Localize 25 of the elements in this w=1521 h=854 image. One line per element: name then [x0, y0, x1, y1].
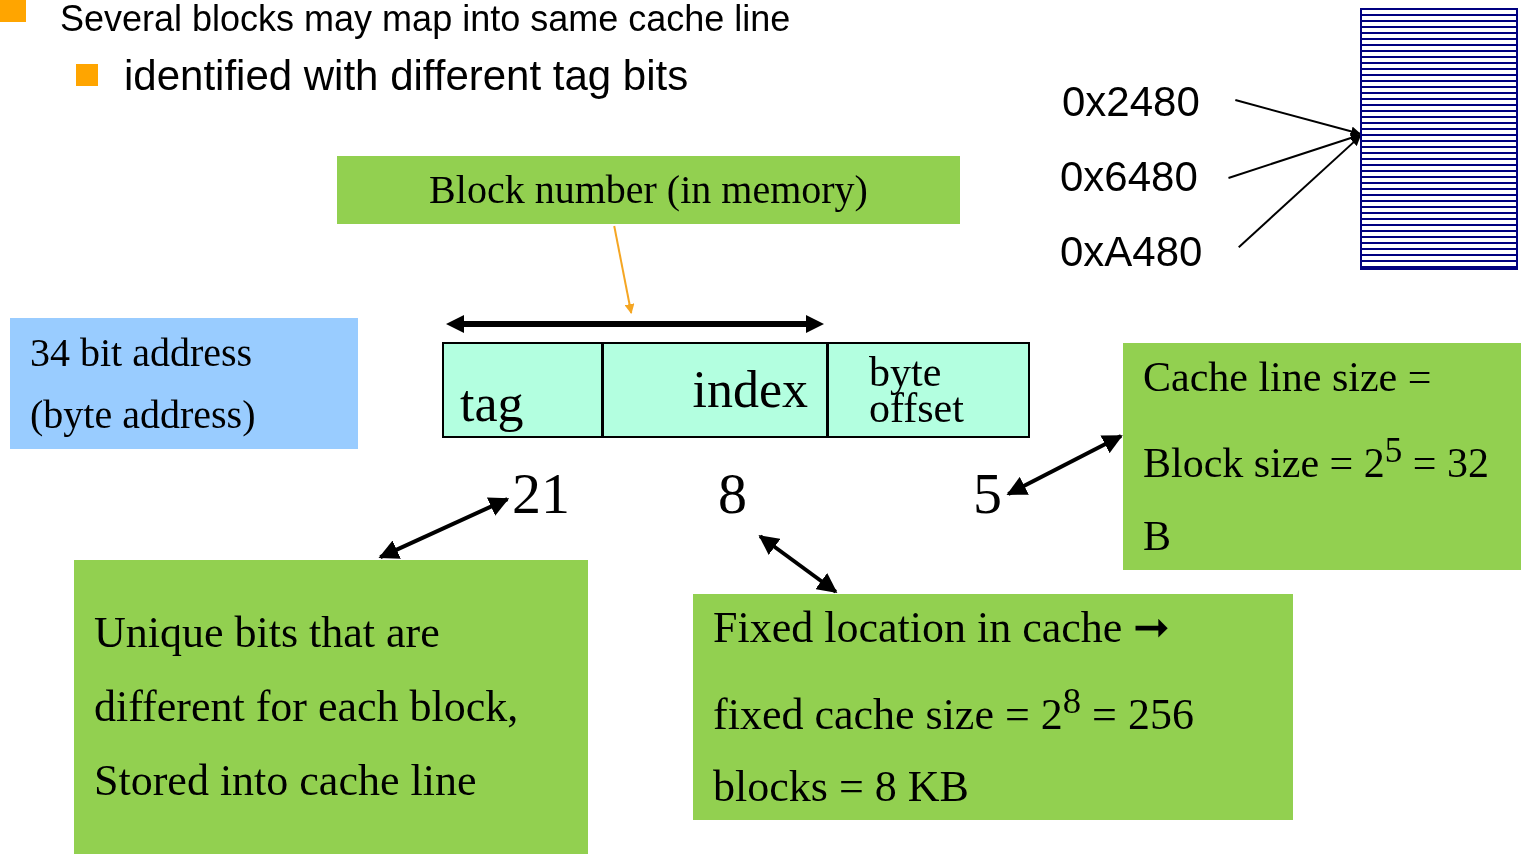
arrow: [1227, 133, 1361, 179]
address-text: 0x6480: [1060, 153, 1222, 201]
field-box: index: [602, 342, 828, 438]
bit-count: 5: [973, 462, 1009, 526]
arrow: [1006, 434, 1123, 496]
address-text: 0x2480: [1062, 78, 1224, 126]
note-box: Unique bits that are different for each block, Stored into cache line: [74, 560, 588, 854]
arrow: [758, 534, 838, 594]
arrow: [613, 225, 635, 314]
bit-count: 8: [718, 462, 754, 526]
arrow: [378, 497, 510, 559]
note-box: Block number (in memory): [337, 156, 960, 224]
bullet-text: Several blocks may map into same cache line: [60, 0, 791, 40]
address-text: 0xA480: [1060, 228, 1224, 276]
arrow: [1237, 135, 1361, 249]
note-box: 34 bit address (byte address): [10, 318, 358, 449]
bullet-text: identified with different tag bits: [124, 52, 689, 100]
cache-memory-drawing: [1360, 8, 1518, 270]
arrow: [1234, 99, 1361, 137]
field-box: tag: [442, 342, 603, 438]
note-box: Cache line size = Block size = 2$^{5}$ = 32 B: [1123, 343, 1521, 570]
note-box: Fixed location in cache ➞ fixed cache size = 2$^{8}$ = 256 blocks = 8 KB: [693, 594, 1293, 820]
field-box: byte offset: [827, 342, 1030, 438]
dimension-line: [446, 314, 824, 334]
bit-count: 21: [512, 462, 578, 526]
